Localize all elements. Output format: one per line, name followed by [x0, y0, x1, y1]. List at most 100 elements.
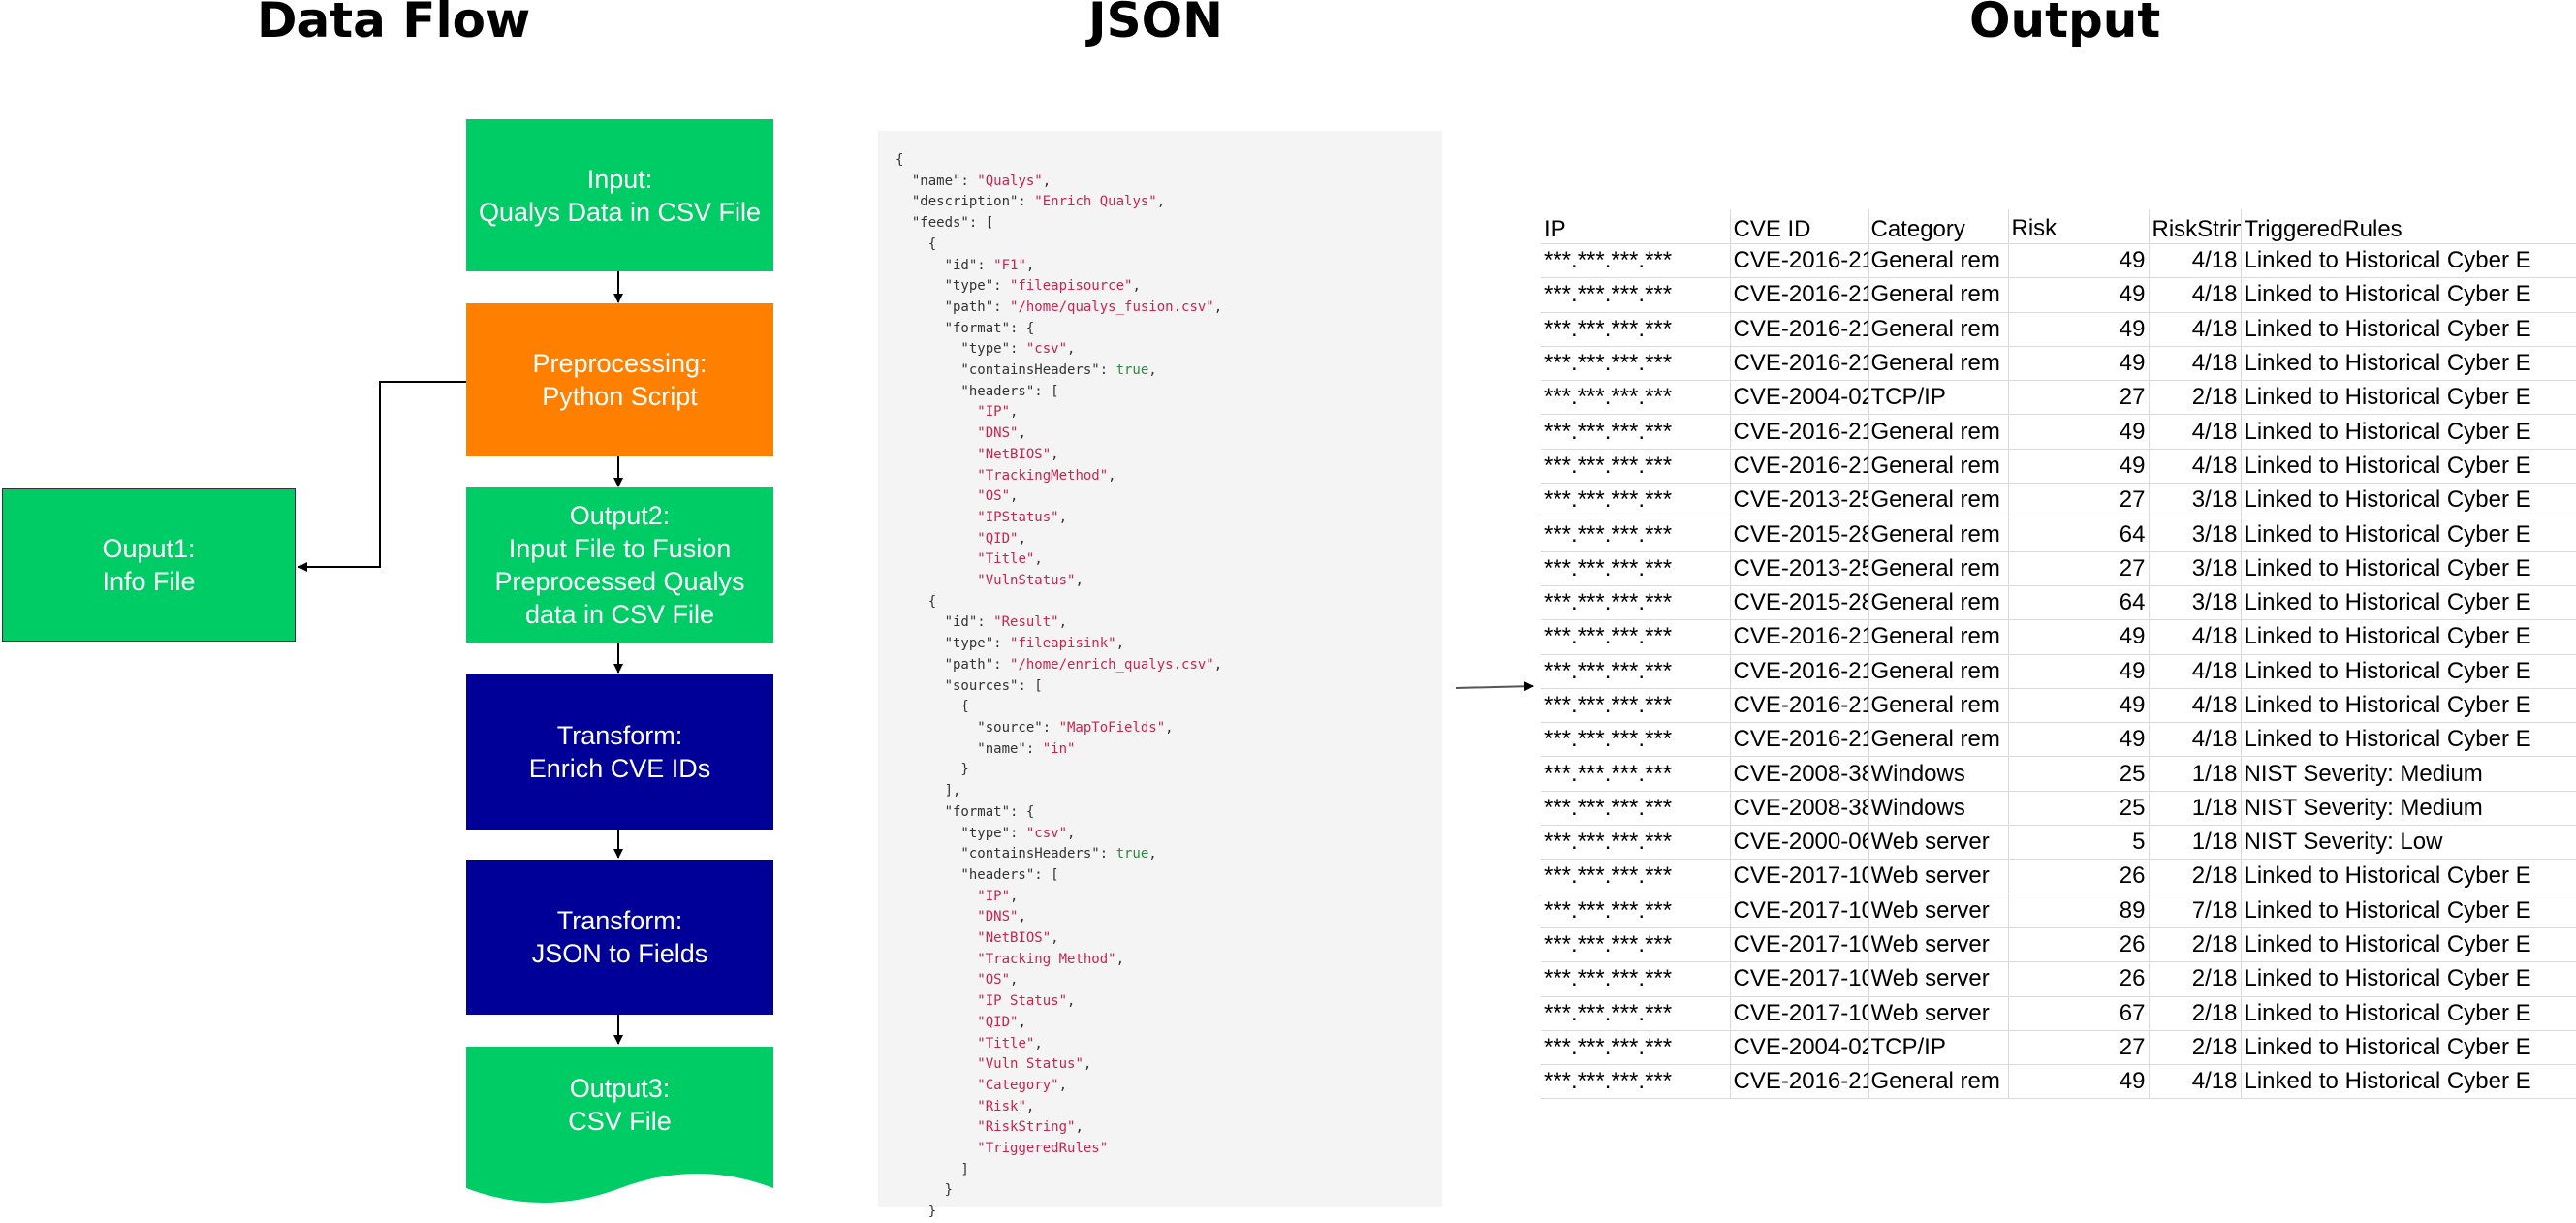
cell-category[interactable]: General rem [1868, 551, 2009, 586]
cell-risk[interactable]: 49 [2008, 346, 2150, 382]
cell-risk[interactable]: 49 [2008, 654, 2150, 689]
cell-risk[interactable]: 49 [2008, 312, 2150, 347]
cell-ip[interactable]: ***.***.***.*** [1541, 1064, 1731, 1100]
cell-category[interactable]: Web server [1868, 825, 2009, 861]
cell-risk[interactable]: 27 [2008, 483, 2150, 518]
cell-category[interactable]: General rem [1868, 517, 2009, 552]
cell-cve-id[interactable]: CVE-2013-25 [1730, 483, 1869, 518]
cell-ip[interactable]: ***.***.***.*** [1541, 517, 1731, 552]
cell-cve-id[interactable]: CVE-2016-21 [1730, 1064, 1869, 1100]
cell-cve-id[interactable]: CVE-2017-10 [1730, 996, 1869, 1031]
cell-triggeredrules[interactable]: Linked to Historical Cyber E [2241, 894, 2576, 928]
cell-riskstring[interactable]: 2/18 [2149, 927, 2242, 963]
cell-triggeredrules[interactable]: Linked to Historical Cyber E [2241, 483, 2576, 518]
column-header-category[interactable]: Category [1868, 209, 2009, 244]
cell-riskstring[interactable]: 4/18 [2149, 654, 2242, 689]
cell-cve-id[interactable]: CVE-2016-21 [1730, 619, 1869, 655]
cell-triggeredrules[interactable]: Linked to Historical Cyber E [2241, 243, 2576, 279]
cell-cve-id[interactable]: CVE-2008-38 [1730, 756, 1869, 792]
cell-risk[interactable]: 49 [2008, 277, 2150, 313]
cell-riskstring[interactable]: 1/18 [2149, 791, 2242, 827]
cell-cve-id[interactable]: CVE-2015-28 [1730, 585, 1869, 621]
cell-category[interactable]: General rem [1868, 483, 2009, 518]
cell-triggeredrules[interactable]: Linked to Historical Cyber E [2241, 654, 2576, 689]
cell-risk[interactable]: 49 [2008, 722, 2150, 758]
cell-cve-id[interactable]: CVE-2016-21 [1730, 414, 1869, 450]
cell-ip[interactable]: ***.***.***.*** [1541, 312, 1731, 347]
cell-riskstring[interactable]: 3/18 [2149, 585, 2242, 621]
cell-category[interactable]: General rem [1868, 585, 2009, 621]
cell-category[interactable]: General rem [1868, 722, 2009, 758]
cell-risk[interactable]: 26 [2008, 859, 2150, 894]
cell-cve-id[interactable]: CVE-2013-25 [1730, 551, 1869, 586]
cell-triggeredrules[interactable]: NIST Severity: Low [2241, 825, 2576, 861]
cell-cve-id[interactable]: CVE-2004-02 [1730, 1030, 1869, 1066]
cell-cve-id[interactable]: CVE-2016-21 [1730, 243, 1869, 279]
cell-riskstring[interactable]: 4/18 [2149, 277, 2242, 313]
cell-risk[interactable]: 25 [2008, 791, 2150, 827]
column-header-riskstring[interactable]: RiskString [2149, 209, 2242, 244]
cell-triggeredrules[interactable]: NIST Severity: Medium [2241, 756, 2576, 792]
column-header-risk[interactable]: Risk [2008, 209, 2150, 244]
cell-ip[interactable]: ***.***.***.*** [1541, 449, 1731, 485]
cell-triggeredrules[interactable]: Linked to Historical Cyber E [2241, 927, 2576, 963]
cell-ip[interactable]: ***.***.***.*** [1541, 688, 1731, 724]
cell-triggeredrules[interactable]: Linked to Historical Cyber E [2241, 619, 2576, 655]
cell-category[interactable]: General rem [1868, 449, 2009, 485]
cell-cve-id[interactable]: CVE-2000-06 [1730, 825, 1869, 861]
cell-category[interactable]: TCP/IP [1868, 1030, 2009, 1066]
cell-risk[interactable]: 49 [2008, 449, 2150, 485]
cell-ip[interactable]: ***.***.***.*** [1541, 483, 1731, 518]
cell-ip[interactable]: ***.***.***.*** [1541, 961, 1731, 997]
cell-triggeredrules[interactable]: Linked to Historical Cyber E [2241, 688, 2576, 724]
cell-category[interactable]: Windows [1868, 791, 2009, 827]
cell-triggeredrules[interactable]: Linked to Historical Cyber E [2241, 722, 2576, 758]
cell-triggeredrules[interactable]: Linked to Historical Cyber E [2241, 414, 2576, 450]
cell-category[interactable]: General rem [1868, 277, 2009, 313]
cell-ip[interactable]: ***.***.***.*** [1541, 619, 1731, 655]
cell-risk[interactable]: 25 [2008, 756, 2150, 792]
cell-category[interactable]: General rem [1868, 414, 2009, 450]
cell-risk[interactable]: 49 [2008, 1064, 2150, 1100]
cell-ip[interactable]: ***.***.***.*** [1541, 791, 1731, 827]
cell-cve-id[interactable]: CVE-2017-10 [1730, 894, 1869, 928]
cell-ip[interactable]: ***.***.***.*** [1541, 825, 1731, 861]
cell-ip[interactable]: ***.***.***.*** [1541, 346, 1731, 382]
cell-risk[interactable]: 5 [2008, 825, 2150, 861]
cell-risk[interactable]: 64 [2008, 517, 2150, 552]
cell-category[interactable]: TCP/IP [1868, 380, 2009, 416]
cell-category[interactable]: General rem [1868, 346, 2009, 382]
cell-risk[interactable]: 26 [2008, 961, 2150, 997]
cell-riskstring[interactable]: 3/18 [2149, 517, 2242, 552]
cell-ip[interactable]: ***.***.***.*** [1541, 414, 1731, 450]
cell-risk[interactable]: 49 [2008, 414, 2150, 450]
cell-category[interactable]: General rem [1868, 619, 2009, 655]
cell-triggeredrules[interactable]: Linked to Historical Cyber E [2241, 517, 2576, 552]
column-header-cve-id[interactable]: CVE ID [1730, 209, 1869, 244]
cell-triggeredrules[interactable]: Linked to Historical Cyber E [2241, 961, 2576, 997]
cell-category[interactable]: General rem [1868, 654, 2009, 689]
cell-riskstring[interactable]: 4/18 [2149, 346, 2242, 382]
cell-cve-id[interactable]: CVE-2015-28 [1730, 517, 1869, 552]
cell-risk[interactable]: 49 [2008, 688, 2150, 724]
cell-triggeredrules[interactable]: Linked to Historical Cyber E [2241, 277, 2576, 313]
cell-riskstring[interactable]: 4/18 [2149, 414, 2242, 450]
cell-risk[interactable]: 27 [2008, 551, 2150, 586]
cell-category[interactable]: Web server [1868, 859, 2009, 894]
cell-category[interactable]: General rem [1868, 312, 2009, 347]
cell-cve-id[interactable]: CVE-2016-21 [1730, 346, 1869, 382]
cell-riskstring[interactable]: 7/18 [2149, 894, 2242, 928]
cell-riskstring[interactable]: 1/18 [2149, 825, 2242, 861]
cell-category[interactable]: General rem [1868, 688, 2009, 724]
cell-cve-id[interactable]: CVE-2008-38 [1730, 791, 1869, 827]
cell-triggeredrules[interactable]: Linked to Historical Cyber E [2241, 859, 2576, 894]
cell-riskstring[interactable]: 2/18 [2149, 1030, 2242, 1066]
cell-ip[interactable]: ***.***.***.*** [1541, 722, 1731, 758]
cell-riskstring[interactable]: 1/18 [2149, 756, 2242, 792]
cell-cve-id[interactable]: CVE-2016-21 [1730, 722, 1869, 758]
cell-riskstring[interactable]: 2/18 [2149, 996, 2242, 1031]
cell-riskstring[interactable]: 4/18 [2149, 243, 2242, 279]
cell-riskstring[interactable]: 3/18 [2149, 551, 2242, 586]
cell-ip[interactable]: ***.***.***.*** [1541, 996, 1731, 1031]
cell-ip[interactable]: ***.***.***.*** [1541, 1030, 1731, 1066]
